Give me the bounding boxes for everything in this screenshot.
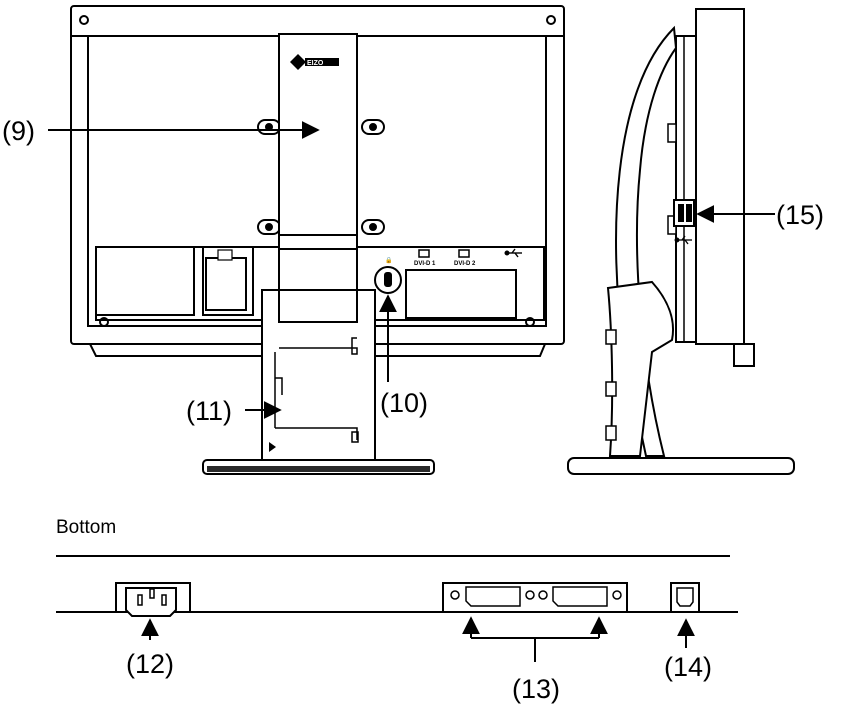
rear-stand: EIZO xyxy=(202,33,435,475)
usb-icon xyxy=(504,248,522,258)
security-lock-icon: 🔒 xyxy=(374,256,402,294)
callout-13: (13) xyxy=(462,616,608,704)
bottom-view-title: Bottom xyxy=(56,517,116,538)
side-foot xyxy=(733,343,755,367)
io-block xyxy=(405,269,517,319)
callout-12: (12) xyxy=(126,618,174,679)
stand-neck xyxy=(278,33,358,323)
callout-10: (10) xyxy=(379,294,428,418)
triangle-marker-icon xyxy=(269,442,276,452)
callout-15: (15) xyxy=(696,200,824,230)
power-inlet-icon xyxy=(115,582,191,617)
side-stand-housing xyxy=(606,280,674,457)
callout-12-label: (12) xyxy=(126,649,174,679)
svg-text:DVI-D 2: DVI-D 2 xyxy=(454,261,476,267)
screw-icon xyxy=(79,15,556,327)
usb-b-port-icon xyxy=(670,582,700,613)
callout-14-label: (14) xyxy=(664,652,712,682)
callout-11-label: (11) xyxy=(186,396,232,426)
callout-13-label: (13) xyxy=(512,674,560,704)
callout-15-label: (15) xyxy=(776,200,824,230)
bottom-view xyxy=(56,555,738,617)
dvi-port-icon xyxy=(442,582,628,613)
callout-11: (11) xyxy=(186,396,282,426)
power-inlet-icon xyxy=(217,249,233,261)
callout-14: (14) xyxy=(664,618,712,682)
callout-9: (9) xyxy=(2,116,320,146)
brand-logo-text: EIZO xyxy=(307,60,324,67)
power-cover-block xyxy=(95,246,195,316)
side-view xyxy=(567,8,795,475)
svg-text:DVI-D 1: DVI-D 1 xyxy=(414,261,436,267)
callout-9-label: (9) xyxy=(2,116,35,146)
usb-icon xyxy=(674,235,692,245)
svg-text:🔒: 🔒 xyxy=(385,256,392,264)
side-usb-ports xyxy=(673,199,695,227)
eizo-logo: EIZO xyxy=(290,54,339,70)
side-base xyxy=(567,457,795,475)
side-monitor-body xyxy=(695,8,745,345)
callout-10-label: (10) xyxy=(380,388,428,418)
dvi-port-icon xyxy=(418,249,470,258)
